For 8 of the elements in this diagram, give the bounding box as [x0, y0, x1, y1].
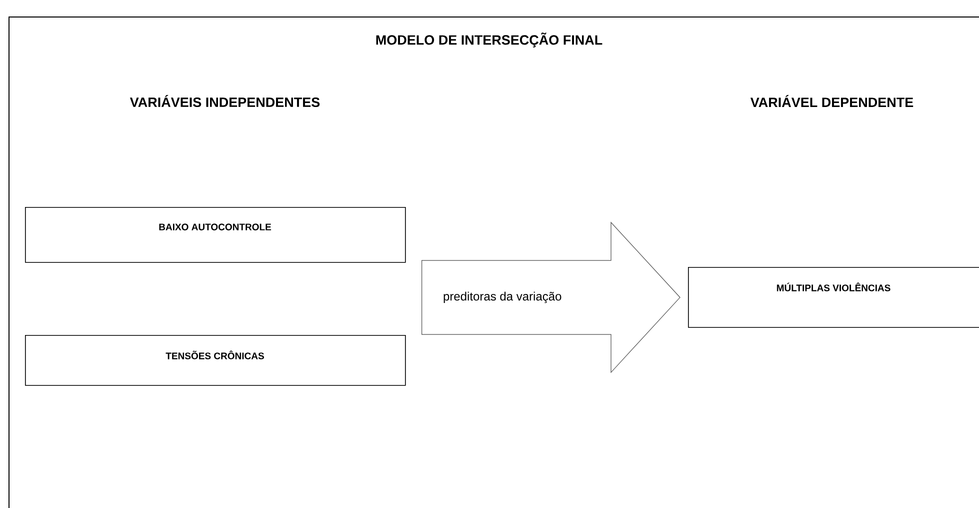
variable-box: BAIXO AUTOCONTROLE — [25, 207, 406, 263]
block-arrow — [422, 222, 680, 374]
variable-box: MÚLTIPLAS VIOLÊNCIAS — [688, 267, 979, 328]
edge-label: preditoras da variação — [442, 290, 563, 304]
column-heading: VARIÁVEL DEPENDENTE — [750, 95, 914, 107]
column-heading: VARIÁVEIS INDEPENDENTES — [130, 94, 320, 108]
variable-box: TENSÕES CRÔNICAS — [25, 335, 406, 386]
title: MODELO DE INTERSECÇÃO FINAL — [376, 32, 602, 48]
